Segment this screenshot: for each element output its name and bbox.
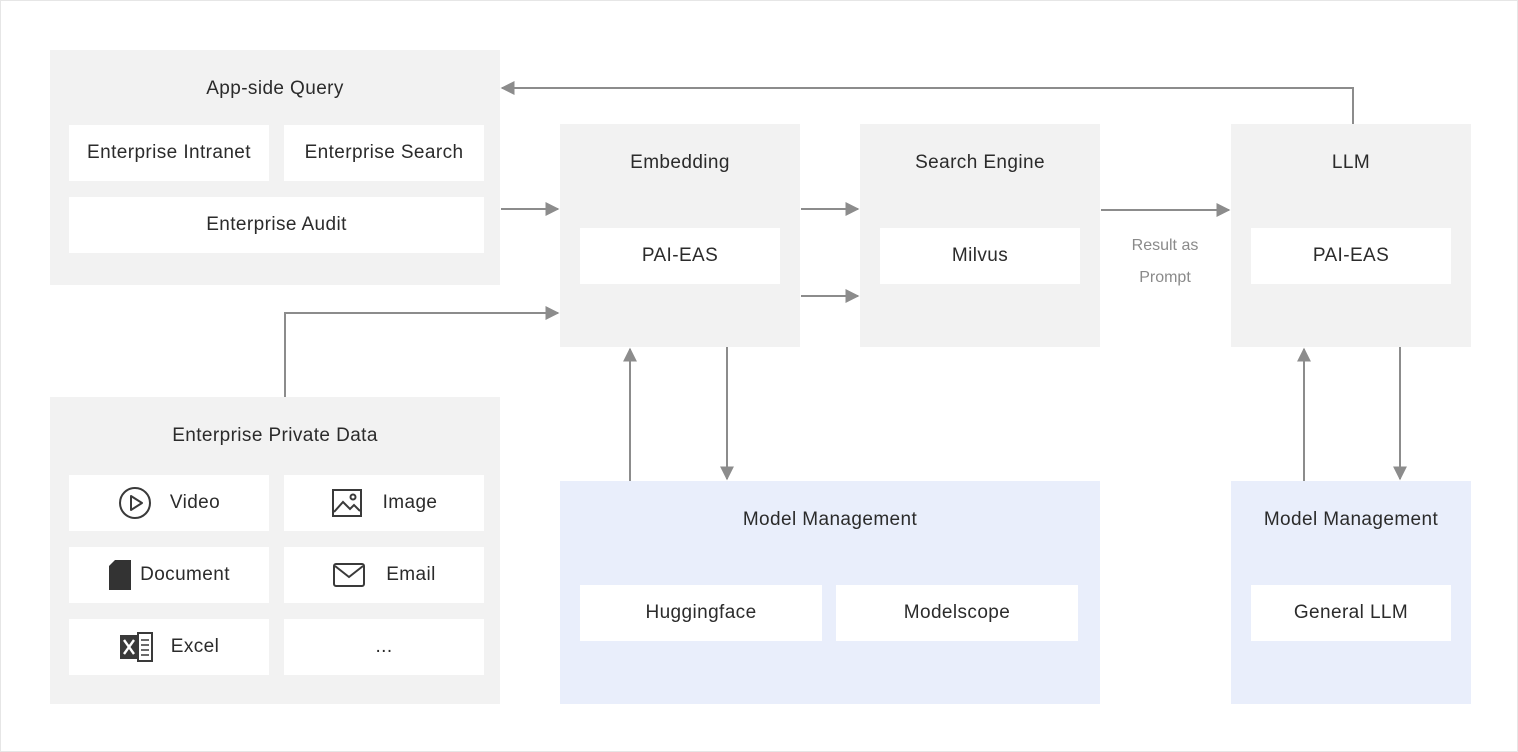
- image-label: Image: [382, 492, 438, 513]
- email-label: Email: [386, 564, 436, 585]
- result-label-line-1: Result as: [1131, 237, 1199, 254]
- model-management-right-title: Model Management: [1263, 509, 1439, 530]
- modelscope-box: Modelscope: [836, 585, 1078, 641]
- email-box: Email: [284, 547, 484, 603]
- document-label: Document: [140, 564, 230, 585]
- arrow-llm-to-app-query: [500, 81, 1354, 124]
- more-box: ...: [284, 619, 484, 675]
- model-management-left-panel: Model Management Huggingface Modelscope: [560, 481, 1100, 704]
- enterprise-intranet-box: Enterprise Intranet: [69, 125, 269, 181]
- embedding-pai-eas-box: PAI-EAS: [580, 228, 780, 284]
- excel-box: Excel: [69, 619, 269, 675]
- model-management-right-panel: Model Management General LLM: [1231, 481, 1471, 704]
- document-icon: [108, 559, 132, 591]
- result-as-prompt-label: Result as Prompt: [1105, 230, 1225, 294]
- document-box: Document: [69, 547, 269, 603]
- video-box: Video: [69, 475, 269, 531]
- app-side-query-panel: App-side Query Enterprise Intranet Enter…: [50, 50, 500, 285]
- llm-pai-eas-box: PAI-EAS: [1251, 228, 1451, 284]
- result-label-line-2: Prompt: [1139, 269, 1191, 286]
- enterprise-private-data-panel: Enterprise Private Data Video Image Docu…: [50, 397, 500, 704]
- search-engine-title: Search Engine: [915, 152, 1045, 173]
- app-side-query-title: App-side Query: [206, 78, 344, 99]
- llm-panel: LLM PAI-EAS: [1231, 124, 1471, 347]
- model-management-left-title: Model Management: [742, 509, 918, 530]
- llm-title: LLM: [1331, 152, 1371, 173]
- huggingface-box: Huggingface: [580, 585, 822, 641]
- enterprise-audit-box: Enterprise Audit: [69, 197, 484, 253]
- image-icon: [331, 488, 363, 518]
- video-label: Video: [169, 492, 221, 513]
- embedding-title: Embedding: [630, 152, 730, 173]
- milvus-box: Milvus: [880, 228, 1080, 284]
- general-llm-box: General LLM: [1251, 585, 1451, 641]
- image-box: Image: [284, 475, 484, 531]
- excel-label: Excel: [170, 636, 220, 657]
- search-engine-panel: Search Engine Milvus: [860, 124, 1100, 347]
- email-icon: [332, 562, 366, 588]
- embedding-panel: Embedding PAI-EAS: [560, 124, 800, 347]
- enterprise-search-box: Enterprise Search: [284, 125, 484, 181]
- play-circle-icon: [118, 486, 152, 520]
- arrow-private-data-to-embedding: [284, 306, 560, 397]
- enterprise-private-data-title: Enterprise Private Data: [172, 425, 378, 446]
- excel-icon: [119, 631, 153, 663]
